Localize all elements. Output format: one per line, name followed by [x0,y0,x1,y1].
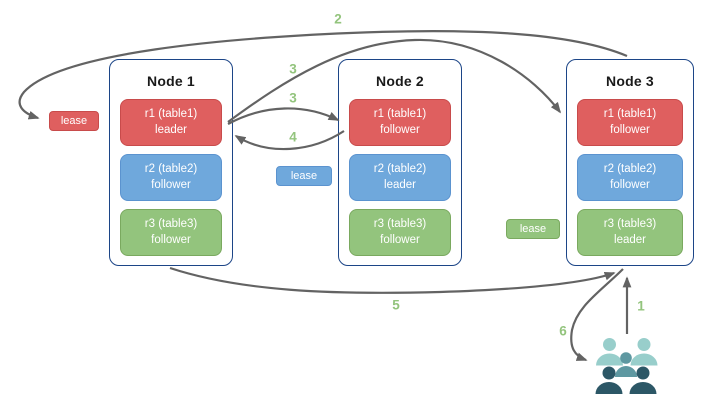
node-2-replica-r2: r2 (table2) leader [349,154,451,201]
step-label-5: 5 [392,297,400,313]
step-label-3a: 3 [289,61,297,77]
node-1-replica-r3: r3 (table3) follower [120,209,222,256]
step-label-3b: 3 [289,90,297,106]
step-label-4: 4 [289,129,297,145]
replica-role: leader [614,233,646,246]
lease-badge-r2: lease [276,166,332,186]
replica-name: r2 (table2) [603,162,657,175]
node-3-replica-r2: r2 (table2) follower [577,154,683,201]
replica-name: r3 (table3) [603,217,657,230]
node-3: Node 3 r1 (table1) follower r2 (table2) … [566,59,694,266]
replica-name: r1 (table1) [144,107,198,120]
node-2: Node 2 r1 (table1) follower r2 (table2) … [338,59,462,266]
lease-label: lease [519,223,547,235]
node-3-title: Node 3 [606,73,654,89]
replica-role: follower [610,178,650,191]
node-2-replica-r1: r1 (table1) follower [349,99,451,146]
arrow-step6-node3-to-users [570,268,624,362]
step-label-1: 1 [637,298,645,314]
lease-badge-r1: lease [49,111,99,131]
replica-role: follower [151,178,191,191]
replica-name: r2 (table2) [144,162,198,175]
step-label-6: 6 [559,323,567,339]
node-3-replica-r1: r1 (table1) follower [577,99,683,146]
replica-role: leader [384,178,416,191]
node-2-replica-r3: r3 (table3) follower [349,209,451,256]
replica-role: follower [380,123,420,136]
node-1-replica-r2: r2 (table2) follower [120,154,222,201]
step-label-2: 2 [334,11,342,27]
node-3-replica-r3: r3 (table3) leader [577,209,683,256]
replica-role: follower [610,123,650,136]
replica-name: r3 (table3) [373,217,427,230]
users-icon [595,338,658,394]
replica-role: follower [151,233,191,246]
replica-name: r3 (table3) [144,217,198,230]
lease-badge-r3: lease [506,219,560,239]
arrow-step3-leader-to-node2 [227,107,340,125]
arrow-step5-node1-to-node3 [169,266,616,294]
replica-name: r1 (table1) [373,107,427,120]
node-1: Node 1 r1 (table1) leader r2 (table2) fo… [109,59,233,266]
node-2-title: Node 2 [376,73,424,89]
lease-label: lease [290,170,318,182]
replica-role: follower [380,233,420,246]
replica-name: r2 (table2) [373,162,427,175]
node-1-replica-r1: r1 (table1) leader [120,99,222,146]
lease-label: lease [60,115,88,127]
replica-name: r1 (table1) [603,107,657,120]
replica-role: leader [155,123,187,136]
node-1-title: Node 1 [147,73,195,89]
